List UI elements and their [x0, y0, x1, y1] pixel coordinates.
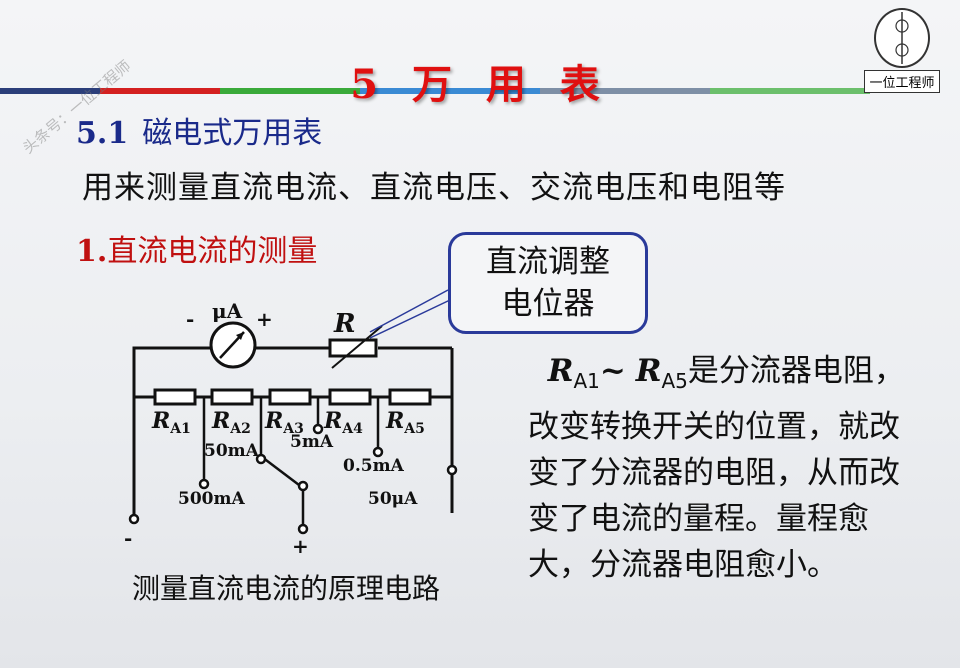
explanation-s1: A1	[573, 369, 600, 394]
band-green	[220, 88, 360, 94]
shunt-ra5	[388, 388, 432, 406]
explanation-r2: R	[635, 353, 662, 389]
range-5ma: 5mA	[290, 432, 334, 452]
band-grey	[540, 88, 710, 94]
range-50ma: 50mA	[204, 441, 260, 461]
label-ra5: RA5	[385, 408, 425, 437]
terminal-minus: -	[124, 526, 132, 550]
description: 用来测量直流电流、直流电压、交流电压和电阻等	[82, 170, 786, 206]
label-ra4: RA4	[323, 408, 363, 437]
shunt-ra4	[328, 388, 372, 406]
label-ra2: RA2	[211, 408, 251, 437]
band-navy	[0, 88, 100, 94]
meter-label: μA	[212, 299, 243, 323]
band-lightgreen	[710, 88, 870, 94]
label-ra1: RA1	[151, 408, 191, 437]
label-ra3: RA3	[264, 408, 304, 437]
band-blue	[360, 88, 540, 94]
explanation-r1: R	[547, 353, 574, 389]
logo-emblem-icon	[874, 8, 930, 68]
range-500ma: 500mA	[178, 489, 245, 509]
callout-line1: 直流调整	[486, 244, 610, 280]
section-heading: 5.1 磁电式万用表	[76, 108, 322, 152]
adjust-resistor-label: R	[333, 309, 356, 339]
shunt-ra2	[210, 388, 254, 406]
band-red	[100, 88, 220, 94]
logo: 一位工程师	[864, 8, 940, 93]
section-number: 5.1	[76, 116, 129, 151]
range-50ua: 50μA	[368, 489, 418, 509]
subsection-number: 1.	[76, 234, 108, 269]
callout-line2: 电位器	[501, 286, 595, 322]
explanation-tilde: ~	[599, 353, 626, 389]
adjust-resistor	[328, 338, 378, 358]
terminal-plus: +	[292, 534, 309, 558]
explanation: RA1~ RA5是分流器电阻，改变转换开关的位置，就改变了分流器的电阻，从而改变…	[528, 348, 908, 588]
logo-caption: 一位工程师	[864, 70, 940, 93]
meter-plus: +	[256, 307, 273, 331]
range-0-5ma: 0.5mA	[343, 456, 405, 476]
explanation-text: 是分流器电阻，改变转换开关的位置，就改变了分流器的电阻，从而改变了电流的量程。量…	[528, 353, 905, 584]
shunt-ra1	[153, 388, 197, 406]
callout-box: 直流调整 电位器	[448, 232, 648, 334]
circuit-caption: 测量直流电流的原理电路	[132, 572, 441, 605]
explanation-s2: A5	[661, 369, 688, 394]
shunt-ra3	[268, 388, 312, 406]
subsection-heading: 1.直流电流的测量	[76, 226, 317, 270]
subsection-name: 直流电流的测量	[107, 234, 318, 269]
meter-minus: -	[186, 307, 194, 331]
slide-title: 5 万 用 表	[350, 61, 610, 108]
section-name: 磁电式万用表	[142, 116, 323, 151]
